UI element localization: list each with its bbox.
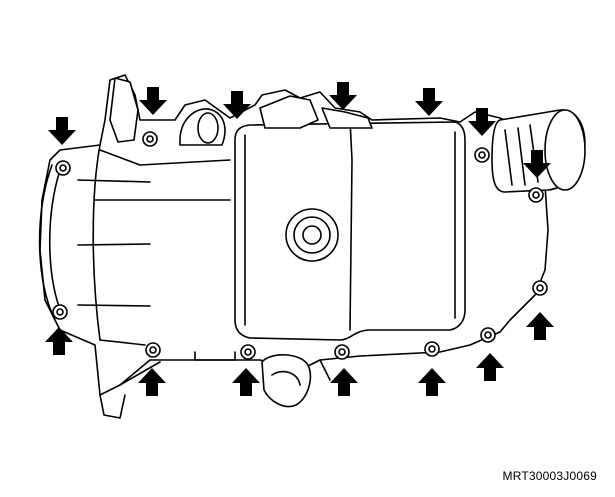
down-arrow-icon — [468, 108, 496, 136]
up-arrow-icon — [476, 353, 504, 381]
pan-ribs — [77, 149, 231, 346]
bolt — [532, 280, 548, 296]
down-arrow-icon — [223, 91, 251, 119]
bolt — [480, 327, 496, 343]
up-arrow-icon — [526, 312, 554, 340]
down-arrow-icon — [329, 82, 357, 110]
bolt — [474, 147, 490, 163]
bolt — [334, 344, 350, 360]
up-arrow-icon — [418, 368, 446, 396]
lower-components — [194, 351, 331, 408]
upper-components — [109, 77, 373, 146]
down-arrow-icon — [48, 117, 76, 145]
bolt — [145, 342, 161, 358]
oil-sump-pan — [234, 119, 466, 341]
drain-plug — [285, 208, 339, 262]
bolt — [424, 341, 440, 357]
left-end-cover — [38, 144, 161, 419]
down-arrow-icon — [415, 88, 443, 116]
up-arrow-icon — [330, 368, 358, 396]
down-arrow-icon — [139, 87, 167, 115]
bolt — [52, 304, 68, 320]
figure-code: MRT30003J0069 — [502, 469, 597, 483]
bolts — [52, 131, 548, 360]
bolt — [142, 131, 158, 147]
down-arrow-icon — [523, 150, 551, 178]
bolt — [55, 160, 71, 176]
bolt — [528, 187, 544, 203]
up-arrow-icon — [232, 368, 260, 396]
indicator-arrows — [45, 82, 554, 396]
bolt — [240, 344, 256, 360]
up-arrow-icon — [138, 368, 166, 396]
up-arrow-icon — [45, 327, 73, 355]
